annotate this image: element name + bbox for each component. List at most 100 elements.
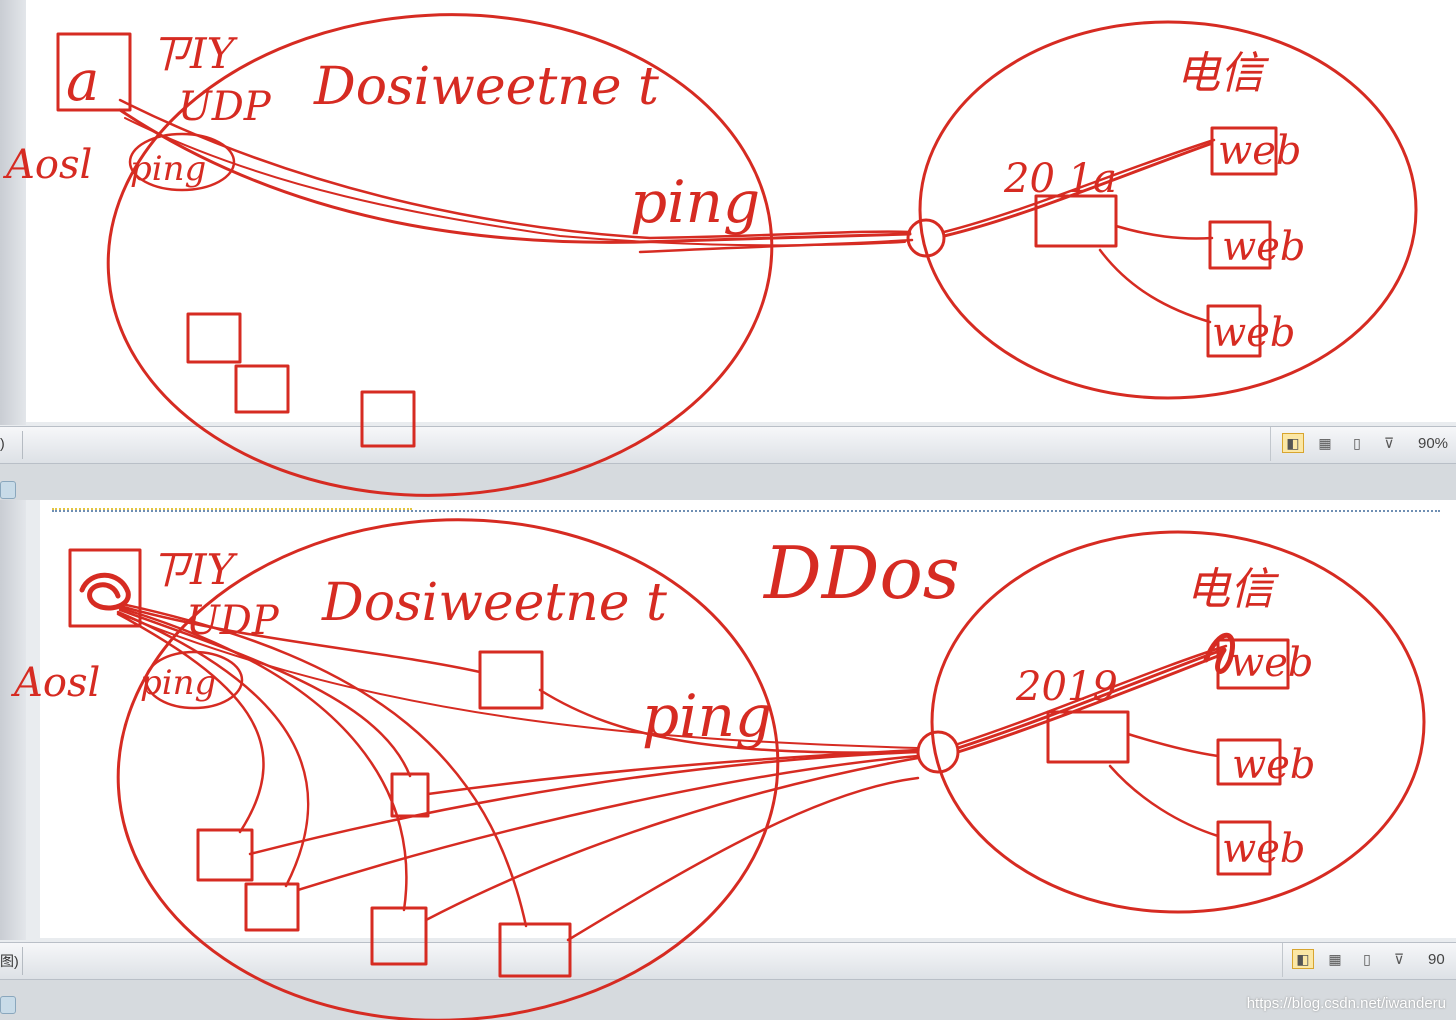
link-stroke [942,142,1212,238]
zombie-box [370,906,428,966]
zombie-box [234,364,290,414]
view-switcher: ◧ ▦ ▯ ⊽ [1292,949,1410,969]
control-stroke [120,602,528,928]
gateway-box [1034,194,1118,248]
web-label: web [1230,640,1314,686]
attack-stroke [118,108,912,244]
control-stroke [118,606,408,912]
attack-label-left: Aosl [10,660,100,706]
placeholder-dotted-line [52,510,1440,512]
web-box [1216,738,1282,786]
diagram-title: DDos [762,531,960,615]
status-bar: ) ◧ ▦ ▯ ⊽ 90% [0,426,1456,464]
attack-label-right: ping [130,149,206,189]
link-stroke [1126,732,1220,758]
status-left-text: 图) [0,953,19,969]
attack-stroke [124,117,906,247]
status-bar: 图) ◧ ▦ ▯ ⊽ 90 [0,942,1456,980]
control-stroke [118,604,482,674]
left-ruler-strip [0,500,26,940]
attack-ellipse [144,650,244,710]
web-box [1210,126,1278,176]
attack-stroke [296,754,920,892]
attack-stroke [248,750,920,856]
web-label: web [1212,310,1296,356]
attack-stroke [424,756,920,922]
reading-view-icon[interactable]: ▯ [1363,950,1371,967]
host-label: a [66,49,99,114]
control-stroke [116,610,310,888]
selection-dotted-line [52,508,412,510]
link-stroke [1098,248,1212,324]
host-scribble [79,572,131,611]
web-label: web [1222,826,1306,872]
zombie-box [244,882,300,932]
isp-right-label: 电信 [1176,48,1270,99]
top-panel: ) ◧ ▦ ▯ ⊽ 90% [0,0,1456,500]
router-node [906,218,946,258]
left-ruler-strip [0,0,26,425]
zombie-box [390,772,430,818]
thumbnail-view-icon[interactable]: ▦ [1318,434,1332,451]
link-stroke [956,654,1220,754]
slideshow-view-icon[interactable]: ⊽ [1393,950,1405,967]
web-label: web [1232,742,1316,788]
reading-view-icon[interactable]: ▯ [1353,434,1361,451]
isp-left-label: Dosiweetne t [313,57,659,117]
attack-label-right: ping [140,663,216,703]
link-stroke [956,644,1228,746]
command-label: ping [642,682,772,750]
panel-gap [0,980,1456,1020]
web-label: web [1218,128,1302,174]
zombie-box [478,650,544,710]
protocol-label: UDP [186,598,280,644]
right-network-ellipse [930,530,1426,914]
zombie-box [360,390,416,448]
control-stroke [118,608,412,778]
attack-stroke [118,98,912,240]
right-network-ellipse [918,20,1418,400]
status-field-divider [1282,943,1283,977]
slide-canvas [26,0,1456,422]
zoom-level[interactable]: 90 [1428,951,1445,968]
year-label: 20 1a [1003,156,1117,202]
year-label: 2019 [1015,664,1118,710]
attack-stroke [538,688,920,754]
web-label: web [1222,224,1306,270]
bottom-diagram: DDos ㄗIY UDP Dosiweetne t Aosl ping ping… [10,518,1426,1020]
view-switcher: ◧ ▦ ▯ ⊽ [1282,433,1400,453]
label-tl: ㄗIY [148,545,239,594]
normal-view-icon[interactable]: ◧ [1282,433,1304,453]
host-box [56,32,132,112]
command-label: ping [630,168,760,236]
link-stroke [942,138,1216,234]
link-stroke [1114,224,1214,240]
attack-ellipse [128,132,236,192]
attack-stroke [638,238,914,254]
impact-scribble [1203,632,1235,674]
zoom-level[interactable]: 90% [1418,435,1449,452]
watermark: https://blog.csdn.net/iwanderu [1246,995,1446,1012]
attack-stroke [119,613,919,749]
link-stroke [956,648,1224,750]
status-field-divider [1270,427,1271,461]
isp-right-label: 电信 [1186,564,1280,615]
protocol-label: UDP [178,84,272,130]
web-box [1206,304,1262,358]
notes-tab-icon[interactable] [0,996,16,1014]
normal-view-icon[interactable]: ◧ [1292,949,1314,969]
control-stroke [116,612,265,834]
status-separator [22,431,23,459]
attack-stroke [426,748,920,796]
zombie-box [196,828,254,882]
host-box [68,548,142,628]
slideshow-view-icon[interactable]: ⊽ [1383,434,1395,451]
zombie-box [186,312,242,364]
notes-tab-icon[interactable] [0,481,16,499]
gateway-box [1046,710,1130,764]
link-stroke [1108,764,1220,838]
thumbnail-view-icon[interactable]: ▦ [1328,950,1342,967]
web-box [1216,820,1272,876]
panel-gap [0,464,1456,500]
